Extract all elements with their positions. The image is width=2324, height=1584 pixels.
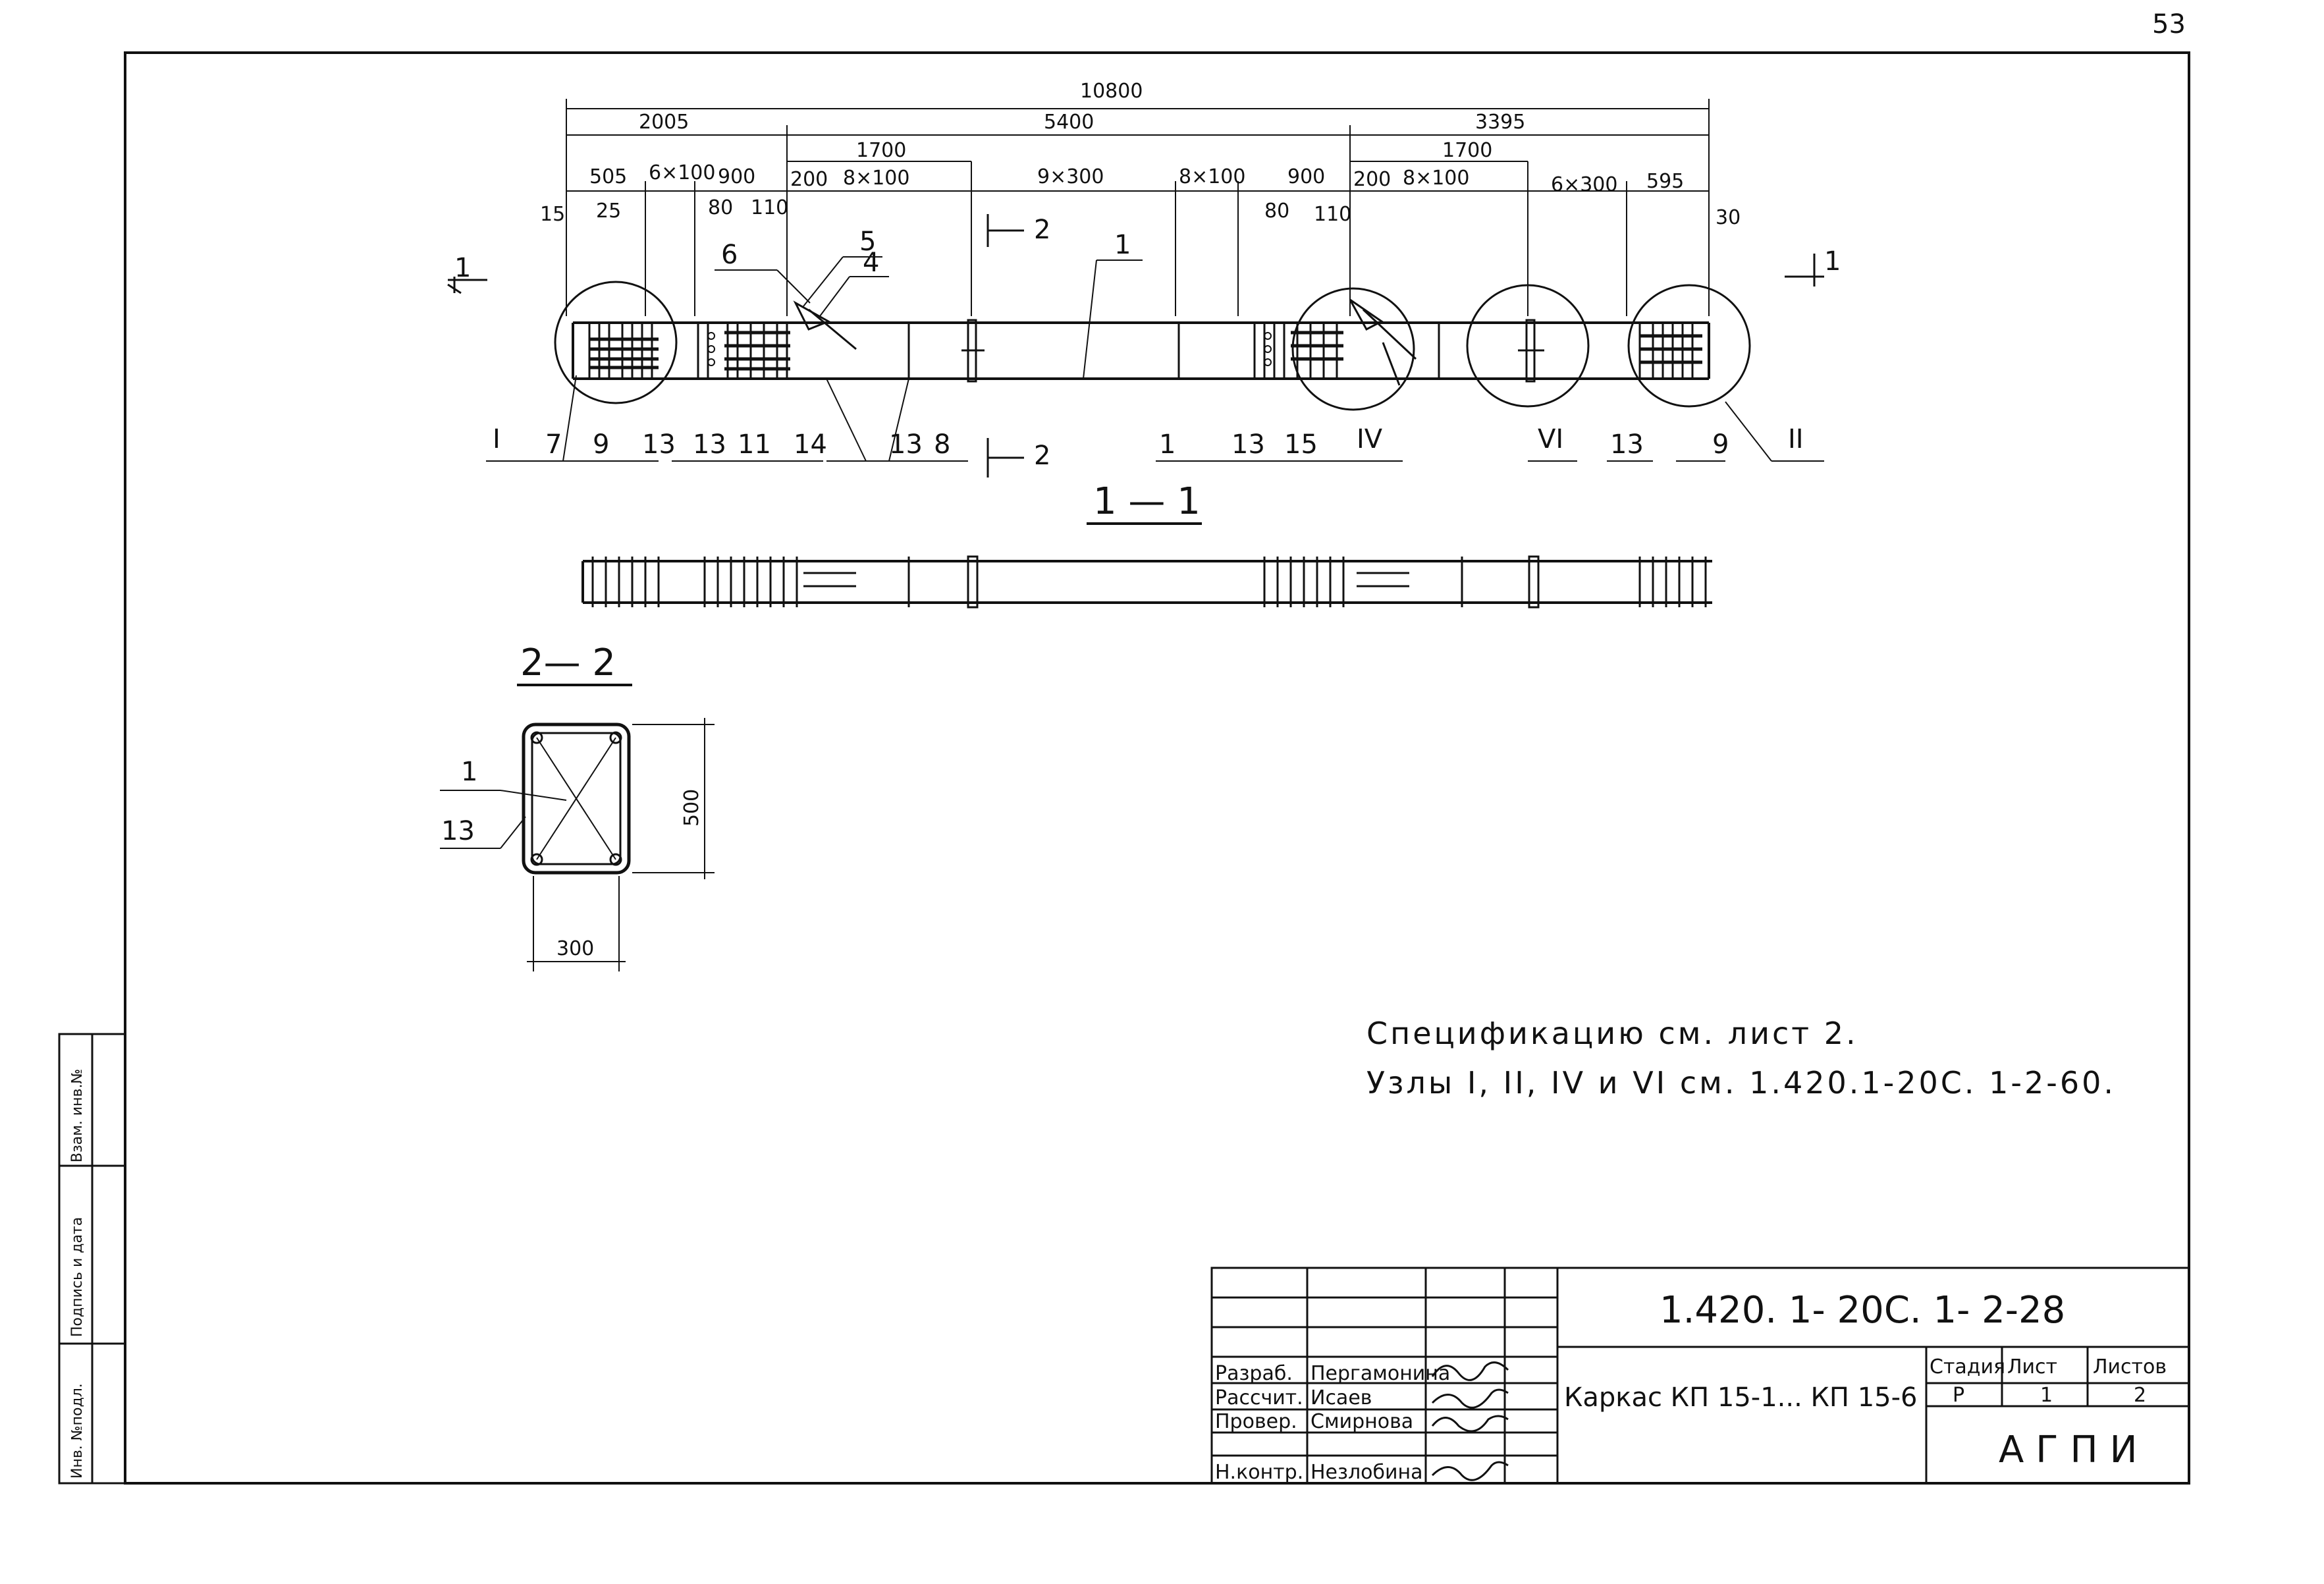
- cross-label-13: 13: [441, 816, 475, 846]
- dim-200-left: 200: [790, 168, 828, 191]
- dim-25: 25: [596, 200, 621, 223]
- tb-name-2: Смирнова: [1311, 1410, 1413, 1433]
- stamp-inv-podl: Инв. №подл.: [69, 1383, 86, 1479]
- pos-1-bottom: 1: [1159, 429, 1176, 460]
- side-stamp: Инв. №подл. Подпись и дата Взам. инв.№: [58, 1033, 126, 1485]
- pos-13-a: 13: [642, 429, 676, 460]
- dim-8x100-right: 8×100: [1403, 167, 1469, 190]
- signature-0: [1431, 1361, 1509, 1381]
- dim-505: 505: [589, 165, 627, 188]
- pos-9-right: 9: [1712, 429, 1729, 460]
- tb-sheets-header: Листов: [2093, 1355, 2167, 1379]
- dimension-chains: 10800 2005 5400 3395 1700 1700 505 6×100…: [540, 80, 1741, 316]
- dim-30: 30: [1716, 206, 1741, 229]
- dim-2005: 2005: [639, 111, 689, 134]
- dim-5400: 5400: [1044, 111, 1094, 134]
- signature-1: [1431, 1388, 1509, 1409]
- section-1-1-title: 1 — 1: [1093, 480, 1201, 523]
- tb-sheet-header: Лист: [2007, 1355, 2057, 1379]
- tb-stage: Р: [1953, 1384, 1964, 1407]
- note-nodes: Узлы I, II, IV и VI см. 1.420.1-20С. 1-2…: [1366, 1065, 2116, 1101]
- dim-595: 595: [1646, 170, 1684, 193]
- pos-13-b: 13: [693, 429, 726, 460]
- pos-13-e: 13: [1610, 429, 1644, 460]
- pos-I: I: [493, 424, 500, 454]
- tb-role-2: Провер.: [1215, 1410, 1297, 1433]
- main-elevation: [554, 281, 1751, 411]
- sheet-frame: [124, 51, 2190, 1485]
- bottom-callouts: I 7 9 13 13 11 14 13 8 1 13 15 IV VI 13 …: [486, 375, 1824, 462]
- node-circle-IV: [1291, 287, 1415, 411]
- tb-sheet: 1: [2040, 1384, 2053, 1407]
- dim-6x300: 6×300: [1551, 173, 1617, 196]
- cross-dim-300: 300: [556, 937, 594, 960]
- cross-dim-500: 500: [680, 789, 703, 827]
- dim-overall: 10800: [1080, 80, 1143, 103]
- section-markers-2-2: 2 2: [986, 214, 1050, 478]
- stamp-vzam-inv: Взам. инв.№: [69, 1069, 86, 1162]
- pos-11: 11: [738, 429, 771, 460]
- section-2-2-title: 2— 2: [520, 642, 616, 684]
- tb-name-0: Пергамонина: [1311, 1362, 1450, 1385]
- pos-7: 7: [545, 429, 562, 460]
- node-circle-II: [1627, 284, 1751, 408]
- dim-6x100: 6×100: [649, 161, 715, 184]
- top-callouts: 6 5 4 1: [715, 227, 1143, 379]
- dim-110-right: 110: [1314, 203, 1351, 226]
- title-block: Разраб. Пергамонина Рассчит. Исаев Прове…: [1210, 1267, 2190, 1485]
- dim-8x100-mid: 8×100: [1179, 165, 1245, 188]
- dim-15: 15: [540, 203, 565, 226]
- section-1-left-mark: 1: [454, 253, 471, 283]
- tb-name-1: Исаев: [1311, 1386, 1372, 1409]
- cross-label-1: 1: [461, 757, 477, 787]
- pos-14: 14: [794, 429, 827, 460]
- dim-1700-left: 1700: [856, 139, 906, 162]
- section-1-1-view: 1 — 1: [581, 480, 1712, 609]
- section-2-2-view: 2— 2 1 13 500 300: [440, 642, 715, 971]
- dim-8x100-left: 8×100: [843, 167, 909, 190]
- pos-1-top: 1: [1114, 230, 1131, 260]
- signature-3: [1431, 1461, 1509, 1481]
- tb-role-0: Разраб.: [1215, 1362, 1293, 1385]
- dim-110-left: 110: [751, 196, 788, 219]
- section-1-right-mark: 1: [1824, 246, 1841, 277]
- tb-sheets: 2: [2134, 1384, 2146, 1407]
- tb-name-3: Незлобина: [1311, 1461, 1423, 1484]
- tb-role-3: Н.контр.: [1215, 1461, 1303, 1484]
- tb-title: Каркас КП 15-1... КП 15-6: [1564, 1382, 1917, 1413]
- pos-13-c: 13: [889, 429, 923, 460]
- pos-15: 15: [1284, 429, 1318, 460]
- dim-200-right: 200: [1353, 168, 1391, 191]
- tb-role-1: Рассчит.: [1215, 1386, 1303, 1409]
- page-number: 53: [2152, 9, 2186, 40]
- pos-VI: VI: [1538, 424, 1563, 454]
- pos-8: 8: [934, 429, 950, 460]
- tb-org: АГПИ: [1999, 1429, 2149, 1471]
- node-circle-VI: [1466, 284, 1590, 408]
- pos-9-left: 9: [593, 429, 609, 460]
- dim-9x300: 9×300: [1037, 165, 1104, 188]
- dim-1700-right: 1700: [1442, 139, 1492, 162]
- note-specification: Спецификацию см. лист 2.: [1366, 1016, 1858, 1051]
- section-2-top-mark: 2: [1034, 215, 1050, 245]
- node-circle-I: [554, 281, 678, 404]
- dim-900-left: 900: [718, 165, 755, 188]
- dim-900-right: 900: [1287, 165, 1325, 188]
- pos-IV: IV: [1357, 424, 1383, 454]
- section-markers-1-1: 1 1: [447, 246, 1841, 294]
- pos-13-d: 13: [1231, 429, 1265, 460]
- tb-stage-header: Стадия: [1930, 1355, 2005, 1379]
- section-2-bottom-mark: 2: [1034, 441, 1050, 471]
- pos-4: 4: [863, 248, 879, 278]
- signature-2: [1431, 1415, 1509, 1433]
- dim-3395: 3395: [1475, 111, 1525, 134]
- stamp-signature-date: Подпись и дата: [69, 1217, 86, 1337]
- tb-code: 1.420. 1- 20С. 1- 2-28: [1660, 1289, 2065, 1332]
- pos-II: II: [1788, 424, 1804, 454]
- pos-6: 6: [721, 240, 738, 270]
- dim-80-left: 80: [708, 196, 733, 219]
- dim-80-right: 80: [1264, 200, 1289, 223]
- pos-5: 5: [859, 227, 876, 257]
